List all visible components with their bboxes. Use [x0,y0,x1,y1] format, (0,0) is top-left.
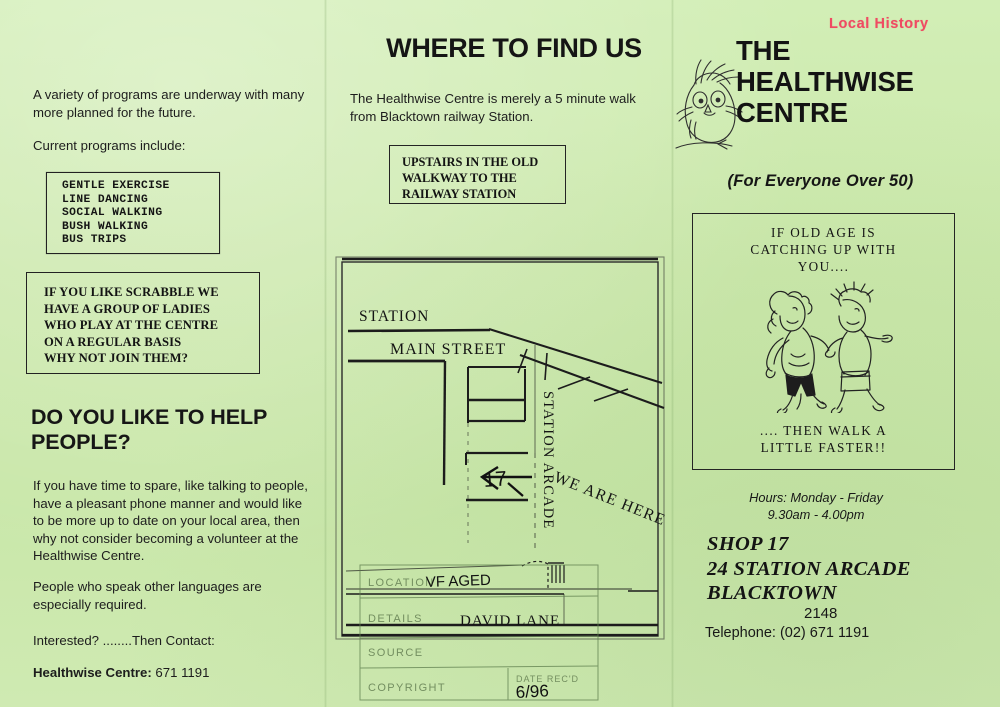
program-item: BUS TRIPS [62,234,127,247]
program-item: LINE DANCING [62,193,149,206]
org-title-line: THE [736,35,791,66]
hours-line: 9.30am - 4.00pm [767,506,865,522]
local-history-stamp: Local History [829,16,929,32]
archive-field-value: VF AGED [426,572,492,591]
help-paragraph: If you have time to spare, like talking … [33,478,308,563]
directions-box: UPSTAIRS IN THE OLD WALKWAY TO THE RAILW… [389,145,566,204]
contact-line: Healthwise Centre: 671 1191 [33,664,305,682]
programs-list: GENTLE EXERCISE LINE DANCING SOCIAL WALK… [47,173,219,248]
archive-field-label: SOURCE [368,647,423,659]
scrabble-line: ON A REGULAR BASIS [44,334,182,349]
cartoon-caption-bottom: .... THEN WALK A LITTLE FASTER!! [693,422,954,456]
location-map: STATION MAIN STREET STATION ARCADE WE AR… [332,253,669,643]
archive-field-label: DATE REC'D [516,674,579,684]
directions-intro-paragraph: The Healthwise Centre is merely a 5 minu… [350,91,636,124]
cartoon-caption-top: IF OLD AGE IS CATCHING UP WITH YOU.... [693,224,954,275]
fold-line-left [324,0,327,707]
scrabble-box: IF YOU LIKE SCRABBLE WE HAVE A GROUP OF … [26,272,260,374]
map-label-main-street: MAIN STREET [390,341,506,358]
owl-logo-icon [675,59,743,150]
right-panel: Local History [671,0,1000,707]
scrabble-line: WHY NOT JOIN THEM? [44,351,188,366]
middle-panel: WHERE TO FIND US The Healthwise Centre i… [324,0,671,707]
cartoon-caption-line: LITTLE FASTER!! [760,440,887,455]
scrabble-text: IF YOU LIKE SCRABBLE WE HAVE A GROUP OF … [27,273,259,367]
interested-line: Interested? ........Then Contact: [33,633,215,648]
map-label-we-are-here: WE ARE HERE [552,469,669,529]
postal-address: SHOP 17 24 STATION ARCADE BLACKTOWN [707,532,967,606]
left-panel: A variety of programs are underway with … [0,0,324,707]
programs-box: GENTLE EXERCISE LINE DANCING SOCIAL WALK… [46,172,220,254]
scrabble-line: HAVE A GROUP OF LADIES [44,301,210,316]
opening-hours: Hours: Monday - Friday 9.30am - 4.00pm [691,490,941,523]
address-line: BLACKTOWN [707,582,837,604]
archive-form: LOCATION DETAILS SOURCE COPYRIGHT DATE R… [354,560,604,705]
map-label-station: STATION [359,308,429,325]
archive-field-label: DETAILS [368,613,423,625]
directions-line: UPSTAIRS IN THE OLD [402,155,539,169]
contact-number: 671 1191 [155,665,210,680]
organisation-title: THE HEALTHWISE CENTRE [736,35,991,128]
archive-field-value: 6/96 [515,681,549,702]
hours-line: Hours: Monday - Friday [749,490,883,505]
archive-form-svg: LOCATION DETAILS SOURCE COPYRIGHT DATE R… [359,564,599,702]
program-item: SOCIAL WALKING [62,207,163,220]
two-people-running-cartoon-icon [765,281,893,413]
map-label-station-arcade: STATION ARCADE [540,391,556,530]
telephone-line: Telephone: (02) 671 1191 [705,625,870,641]
archive-field-label: LOCATION [368,577,435,589]
map-label-david-lane: DAVID LANE [460,613,560,629]
location-map-svg: STATION MAIN STREET STATION ARCADE WE AR… [335,256,669,640]
contact-label: Healthwise Centre: [33,665,152,680]
address-line: 24 STATION ARCADE [707,557,911,580]
directions-line: WALKWAY TO THE [402,171,517,185]
cartoon-caption-line: CATCHING UP WITH [750,242,897,257]
cartoon-caption-line: YOU.... [797,259,850,274]
fold-line-right [671,0,674,707]
directions-line: RAILWAY STATION [402,187,517,201]
cartoon-box: IF OLD AGE IS CATCHING UP WITH YOU.... [692,213,955,470]
postcode: 2148 [804,605,838,622]
languages-paragraph: People who speak other languages are esp… [33,579,262,612]
cartoon-caption-line: IF OLD AGE IS [770,225,877,240]
directions-text: UPSTAIRS IN THE OLD WALKWAY TO THE RAILW… [390,146,565,202]
lead-paragraph: A variety of programs are underway with … [33,87,305,120]
organisation-subtitle: (For Everyone Over 50) [727,172,914,190]
scrabble-line: WHO PLAY AT THE CENTRE [44,318,219,333]
program-item: BUSH WALKING [62,220,149,233]
archive-field-label: COPYRIGHT [368,682,446,694]
cartoon-caption-line: .... THEN WALK A [759,423,888,438]
help-heading: DO YOU LIKE TO HELP PEOPLE? [31,405,267,454]
address-line: SHOP 17 [707,533,789,555]
current-programs-label: Current programs include: [33,138,186,153]
map-label-shop-number: 17 [483,467,508,492]
where-to-find-us-heading: WHERE TO FIND US [386,33,642,63]
scrabble-line: IF YOU LIKE SCRABBLE WE [44,285,219,299]
org-title-line: CENTRE [736,97,848,128]
program-item: GENTLE EXERCISE [62,180,170,192]
org-title-line: HEALTHWISE [736,66,914,97]
